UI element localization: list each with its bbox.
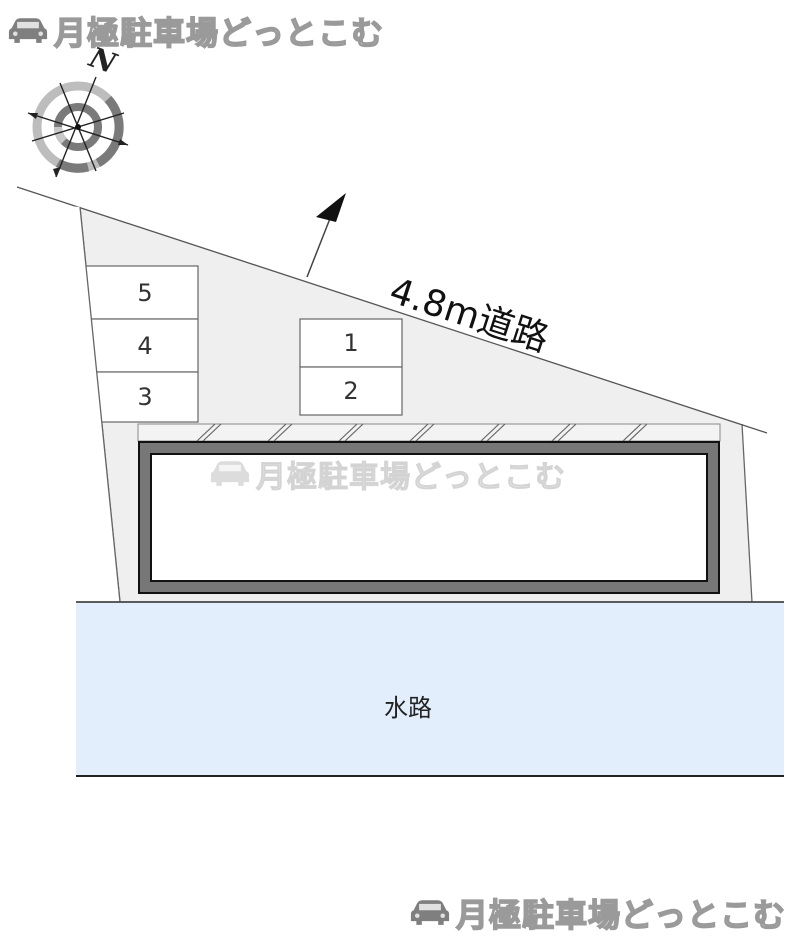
road-edge-line [16, 186, 768, 434]
slot-label-1: 1 [343, 329, 359, 357]
watermark-bottom: 月極駐車場どっとこむ [410, 890, 786, 936]
waterway [76, 602, 784, 776]
watermark-text: 月極駐車場どっとこむ [455, 895, 787, 935]
slot-label-3: 3 [137, 383, 153, 411]
lot-right-boundary [741, 423, 753, 603]
slot-label-2: 2 [343, 377, 359, 405]
entrance-arrow-icon [306, 193, 346, 278]
watermark-center: 月極駐車場どっとこむ [210, 452, 566, 496]
waterway-label: 水路 [384, 694, 432, 722]
hatched-strip [137, 423, 721, 442]
car-icon [410, 900, 450, 925]
compass-rose-icon [27, 76, 129, 178]
slot-label-5: 5 [137, 278, 153, 307]
slot-4 [79, 318, 199, 373]
slot-label-4: 4 [137, 331, 153, 360]
car-icon [210, 461, 250, 486]
watermark-text: 月極駐車場どっとこむ [53, 13, 385, 53]
slot-2 [299, 366, 403, 416]
car-icon [8, 18, 48, 43]
slot-5 [79, 265, 199, 320]
watermark-top: 月極駐車場どっとこむ [8, 8, 384, 54]
watermark-text: 月極駐車場どっとこむ [256, 460, 566, 496]
